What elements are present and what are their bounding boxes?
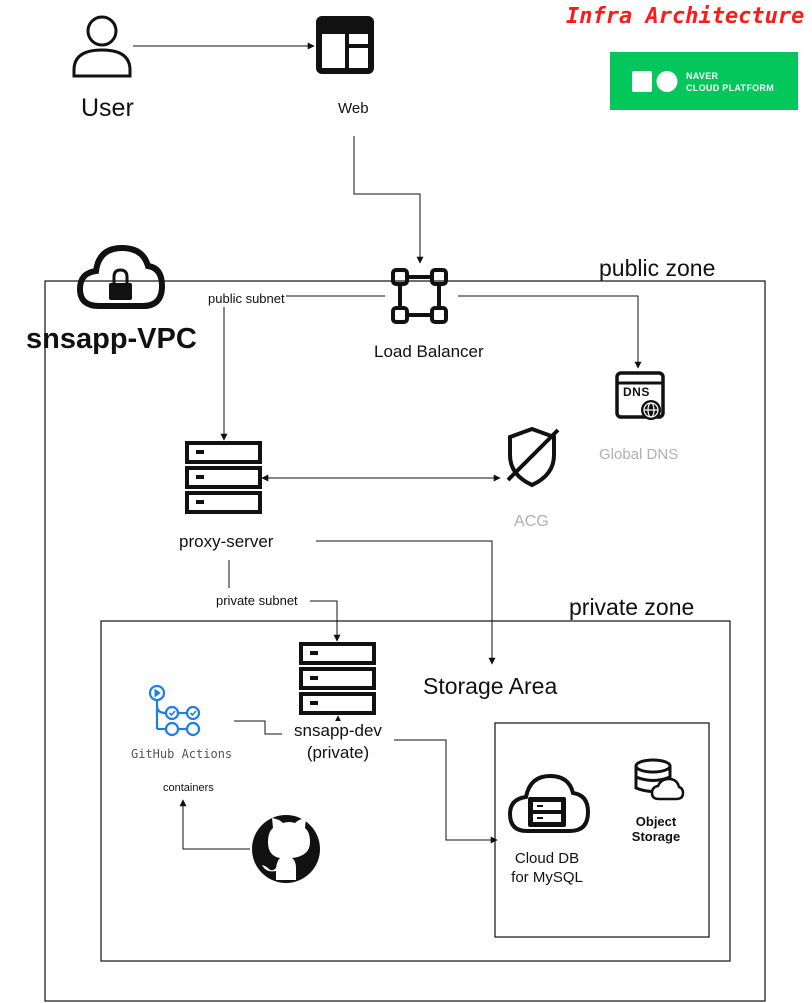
public-zone-label: public zone <box>599 255 716 281</box>
private-zone-box <box>100 620 731 962</box>
github-actions-label: GitHub Actions <box>131 747 233 761</box>
acg-shield-icon <box>506 426 560 488</box>
private-zone-label: private zone <box>569 594 695 620</box>
cloud-db-label: Cloud DB <box>514 850 580 867</box>
edge-dev-clouddb <box>372 739 498 844</box>
edge-web-loadbalancer <box>353 136 424 264</box>
proxy-server-icon <box>185 441 262 514</box>
cloud-db-sublabel: for MySQL <box>511 869 583 886</box>
dns-badge-text: DNS <box>623 385 650 399</box>
edge-loadbalancer-dns <box>458 295 642 369</box>
load-balancer-icon <box>391 268 448 324</box>
vpc-label: snsapp-VPC <box>26 323 197 355</box>
edge-private-subnet-dev <box>310 600 341 642</box>
brand-name: NAVER <box>686 71 719 81</box>
storage-area-box <box>494 722 710 938</box>
web-label: Web <box>338 100 369 117</box>
github-actions-icon <box>148 684 201 737</box>
load-balancer-label: Load Balancer <box>374 342 484 361</box>
object-storage-sublabel: Storage <box>631 829 681 844</box>
acg-label: ACG <box>514 513 549 530</box>
global-dns-icon <box>615 371 665 420</box>
vpc-cloud-lock-icon <box>76 244 166 309</box>
object-storage-icon <box>634 758 685 801</box>
brand-subtitle: CLOUD PLATFORM <box>686 83 775 93</box>
snsapp-dev-sublabel: (private) <box>306 743 370 762</box>
naver-cloud-logo-mark <box>632 71 678 92</box>
proxy-server-label: proxy-server <box>179 532 274 551</box>
global-dns-label: Global DNS <box>599 446 679 463</box>
github-octocat-icon <box>252 815 320 883</box>
containers-label: containers <box>163 782 214 794</box>
object-storage-label: Object <box>635 814 677 829</box>
private-subnet-label: private subnet <box>215 593 299 609</box>
storage-area-label: Storage Area <box>423 673 558 699</box>
user-icon <box>72 15 132 78</box>
edge-proxy-storage <box>316 540 496 665</box>
web-browser-icon <box>316 16 374 74</box>
diagram-title: Infra Architecture <box>566 4 805 29</box>
public-subnet-label: public subnet <box>207 291 286 307</box>
snsapp-dev-server-icon <box>299 642 376 715</box>
public-zone-box <box>44 280 766 1002</box>
user-label: User <box>81 94 134 122</box>
edge-github-containers <box>179 799 250 850</box>
cloud-db-icon <box>507 773 591 833</box>
snsapp-dev-label: snsapp-dev <box>282 721 394 741</box>
edge-loadbalancer-proxy <box>220 295 385 441</box>
